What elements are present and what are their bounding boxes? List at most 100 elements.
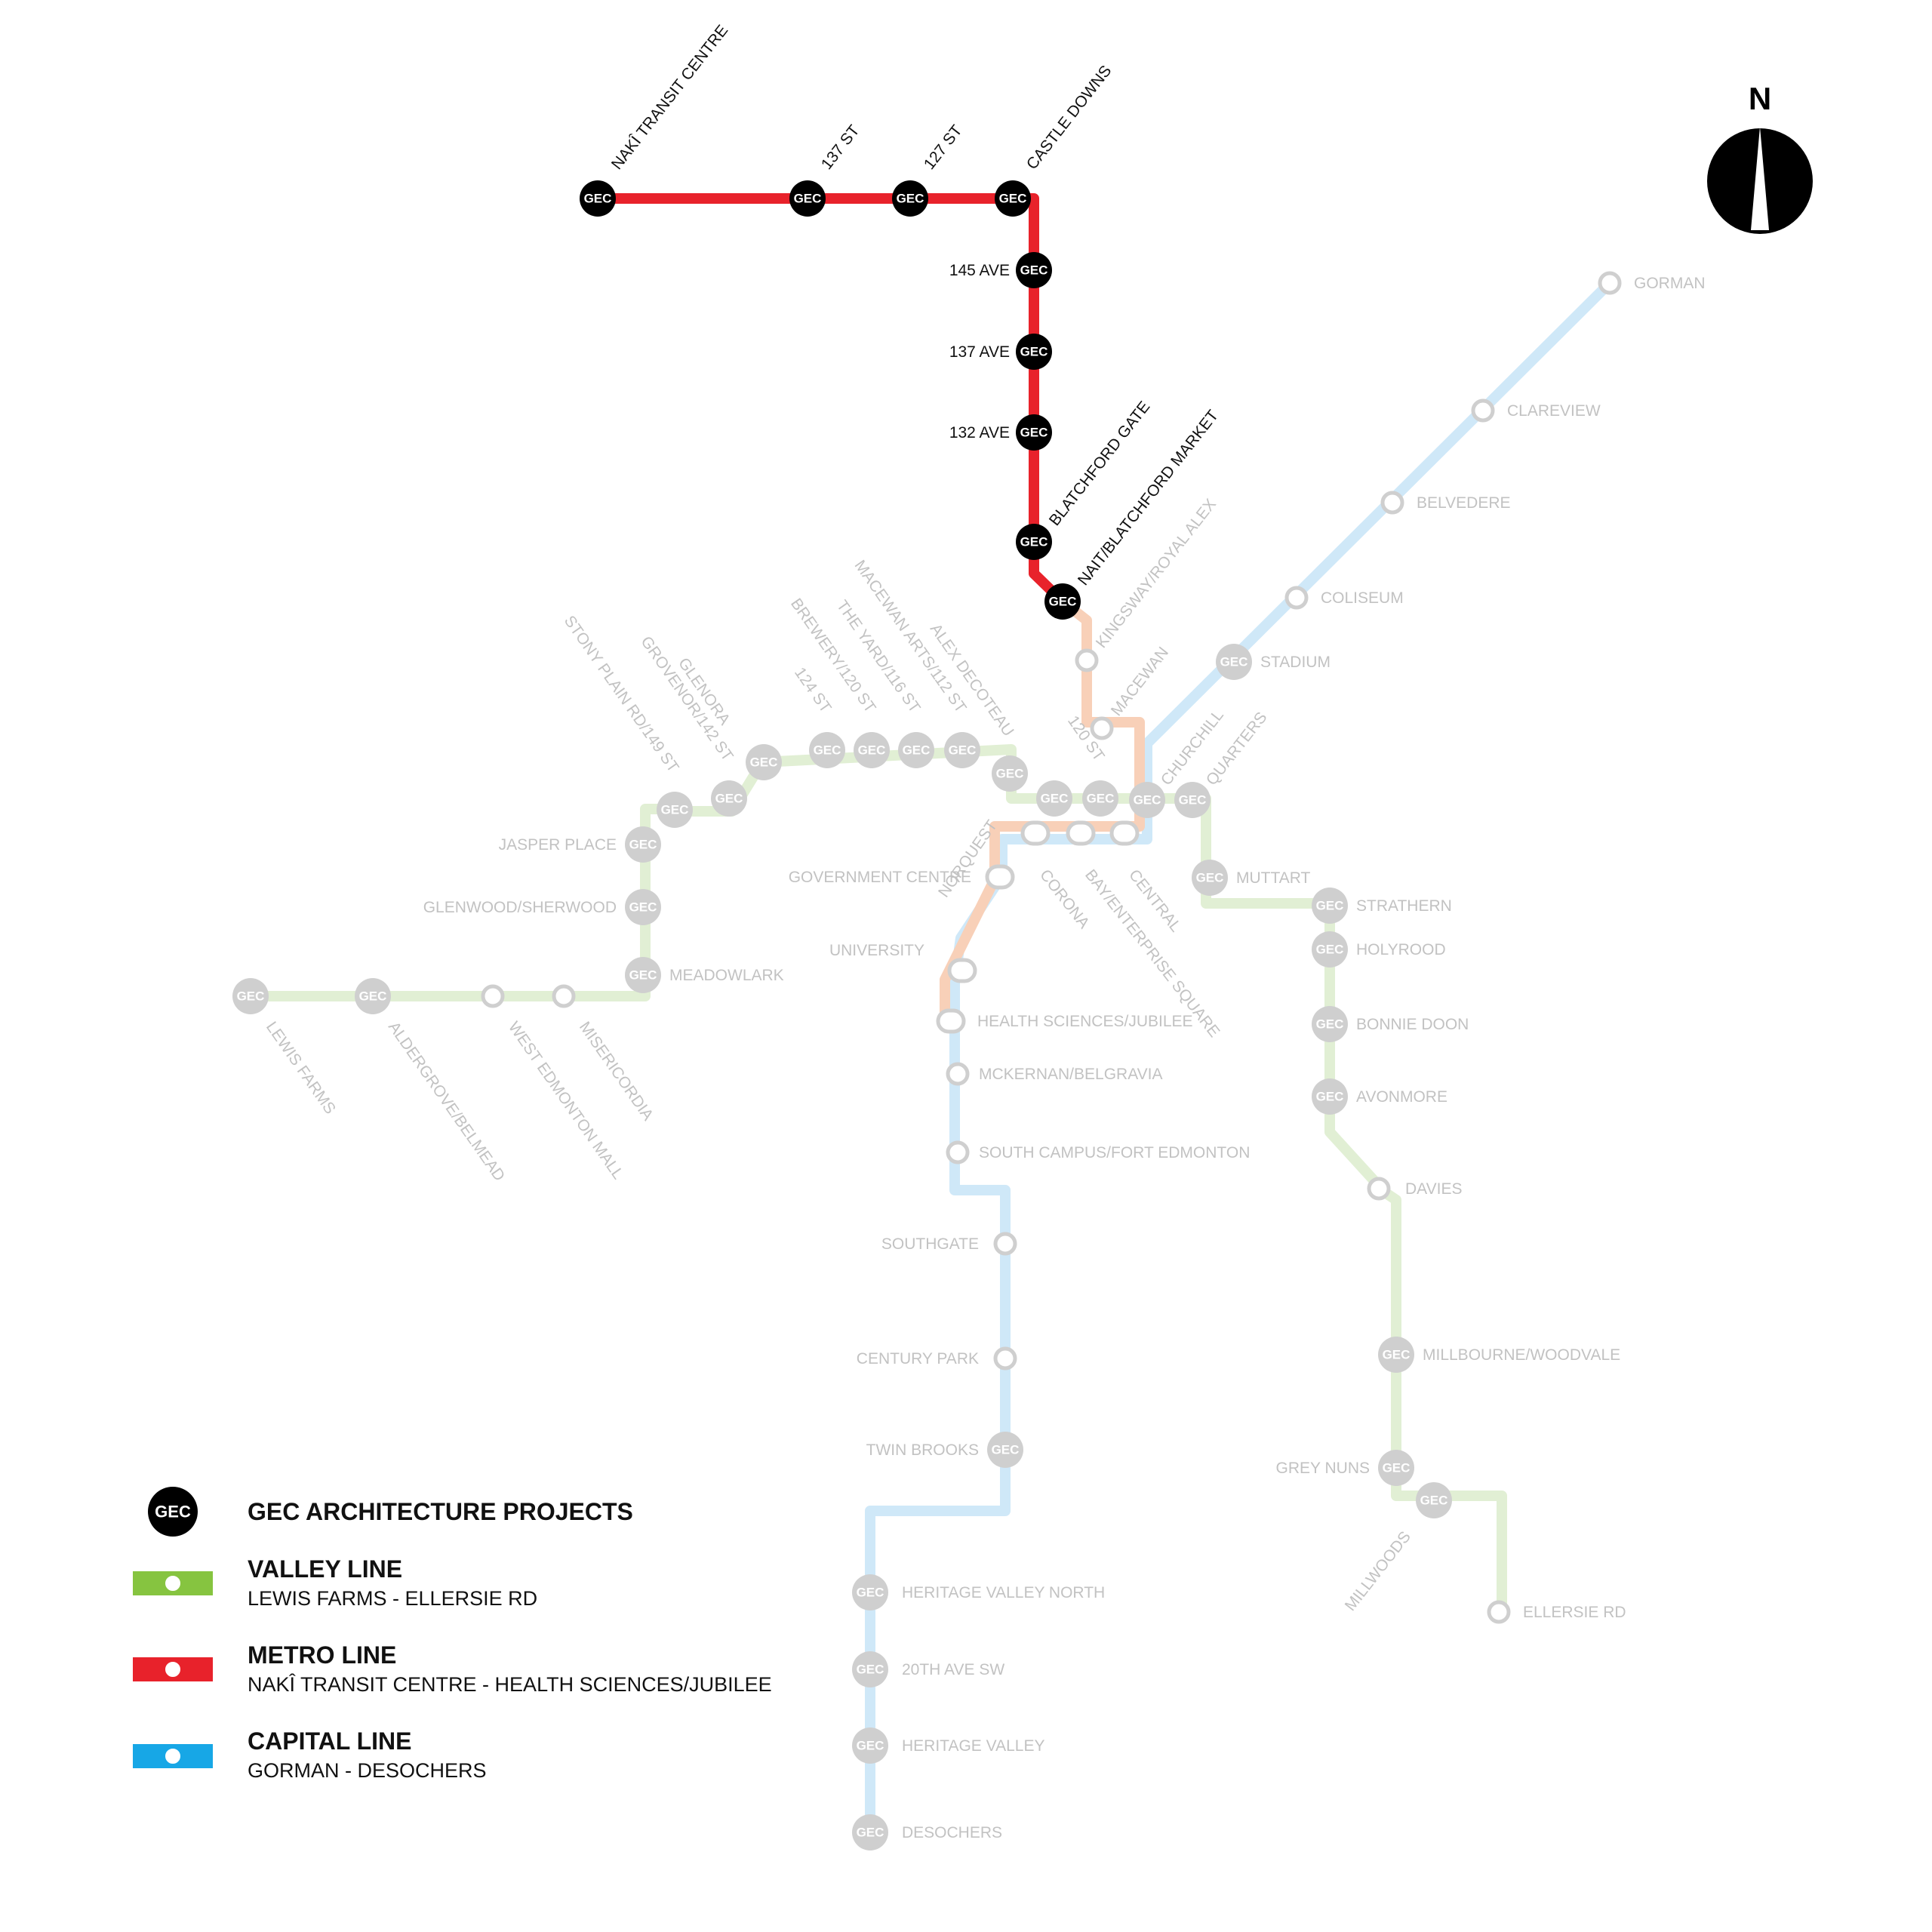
gec-mark-text: GEC [584,192,612,206]
gec-mark-text: GEC [1316,899,1344,913]
station-label-south-campus-fort-edmonton: SOUTH CAMPUS/FORT EDMONTON [979,1144,1250,1161]
interchange-station-icon [1020,820,1051,846]
station-label-gorman: GORMAN [1634,275,1706,292]
gec-station-icon [1036,780,1072,817]
legend-metro: METRO LINE NAKÎ TRANSIT CENTRE - HEALTH … [133,1641,772,1696]
gec-mark-text: GEC [750,755,778,770]
gec-station-icon [854,732,890,768]
interchange-station-icon [947,958,977,983]
station-label-coliseum: COLISEUM [1321,589,1404,607]
gec-station-icon [746,744,782,780]
gec-mark-text: GEC [1087,792,1115,806]
gec-station-icon [1016,414,1052,451]
gec-mark-text: GEC [1420,1494,1448,1508]
gec-station-icon [355,978,391,1014]
gec-station-icon [898,732,934,768]
interchange-station-icon [1066,820,1096,846]
gec-mark-text: GEC [857,1586,884,1600]
gec-mark-text: GEC [1383,1348,1411,1362]
station-label-145-ave: 145 AVE [949,262,1010,279]
station-ring-icon [1598,271,1622,295]
north-arrow: N [1707,81,1813,234]
station-label-holyrood: HOLYROOD [1356,941,1446,958]
gec-mark-text: GEC [359,989,387,1004]
station-label-137-st: 137 ST [818,122,863,173]
station-label-davies: DAVIES [1405,1180,1462,1198]
station-label-desochers: DESOCHERS [902,1824,1002,1841]
gec-mark-text: GEC [999,192,1027,206]
gec-mark-text: GEC [1383,1461,1411,1475]
gec-station-icon [1192,860,1228,896]
metro-line [592,193,1068,607]
station-label-castle-downs: CASTLE DOWNS [1023,63,1115,174]
gec-station-icon [1312,888,1348,924]
station-label-health-sciences-jubilee: HEALTH SCIENCES/JUBILEE [977,1013,1193,1030]
gec-mark-text: GEC [1020,426,1048,440]
gec-mark-text: GEC [858,743,886,758]
north-letter: N [1749,81,1771,116]
gec-mark-text: GEC [715,792,743,806]
station-label-twin-brooks: TWIN BROOKS [866,1441,979,1459]
station-ring-icon [481,984,505,1008]
station-markers: GEC GEC GEC GEC GEC GEC GEC GEC GEC GEC GEC GEC GEC G… [232,180,1622,1850]
gec-station-icon [1378,1337,1414,1373]
gec-station-icon [1082,780,1118,817]
legend-gec: GEC GEC ARCHITECTURE PROJECTS [148,1487,633,1537]
station-ring-icon [1487,1600,1511,1624]
gec-station-icon [852,1574,888,1611]
gec-station-icon [1044,583,1081,620]
gec-station-icon [852,1814,888,1850]
station-label-stadium: STADIUM [1260,654,1331,671]
gec-station-icon [1312,1078,1348,1115]
station-label-meadowlark: MEADOWLARK [669,967,784,984]
gec-mark-text: GEC [629,900,657,915]
gec-station-icon [625,957,661,993]
gec-mark-text: GEC [237,989,265,1004]
valley-station-icon [161,1571,185,1595]
gec-station-icon [852,1727,888,1764]
station-ring-icon [993,1346,1017,1371]
gec-station-icon [789,180,826,217]
station-label-west-edmonton-mall: WEST EDMONTON MALL [505,1019,627,1183]
station-ring-icon [1380,491,1404,515]
station-label-127-st: 127 ST [921,122,966,173]
legend-metro-title: METRO LINE [248,1641,396,1669]
station-label-misericordia: MISERICORDIA [576,1019,657,1124]
gec-station-icon [852,1651,888,1687]
station-label-heritage-valley-north: HERITAGE VALLEY NORTH [902,1584,1105,1601]
station-ring-icon [1075,648,1099,672]
station-label-132-ave: 132 AVE [949,424,1010,441]
gec-station-icon [625,826,661,863]
station-label-millwoods: MILLWOODS [1342,1528,1414,1614]
gec-station-icon [1016,252,1052,288]
gec-marker-text: GEC [155,1503,191,1521]
station-label-nak-transit-centre: NAKÎ TRANSIT CENTRE [608,22,731,173]
gec-mark-text: GEC [629,838,657,852]
station-ring-icon [946,1140,970,1164]
gec-mark-text: GEC [857,1826,884,1840]
station-label-glenwood-sherwood: GLENWOOD/SHERWOOD [423,899,617,916]
gec-mark-text: GEC [903,743,931,758]
gec-mark-text: GEC [897,192,924,206]
station-label-kingsway-royal-alex: KINGSWAY/ROYAL ALEX [1093,496,1220,651]
legend-valley-subtitle: LEWIS FARMS - ELLERSIE RD [248,1587,537,1610]
gec-mark-text: GEC [949,743,977,758]
station-label-grey-nuns: GREY NUNS [1276,1460,1370,1477]
station-label-belvedere: BELVEDERE [1417,494,1511,512]
legend-metro-subtitle: NAKÎ TRANSIT CENTRE - HEALTH SCIENCES/JU… [248,1672,772,1696]
gec-station-icon [657,792,693,828]
station-label-bonnie-doon: BONNIE DOON [1356,1016,1469,1033]
interchange-station-icon [985,864,1015,890]
station-label-avonmore: AVONMORE [1356,1088,1447,1106]
station-ring-icon [1090,716,1114,740]
station-ring-icon [1367,1177,1391,1201]
gec-mark-text: GEC [1196,871,1224,885]
gec-mark-text: GEC [1220,655,1248,669]
gec-station-icon [580,180,616,217]
station-ring-icon [993,1232,1017,1256]
gec-mark-text: GEC [1316,1017,1344,1032]
gec-station-icon [1312,931,1348,968]
gec-mark-text: GEC [1041,792,1069,806]
gec-station-icon [1016,334,1052,370]
